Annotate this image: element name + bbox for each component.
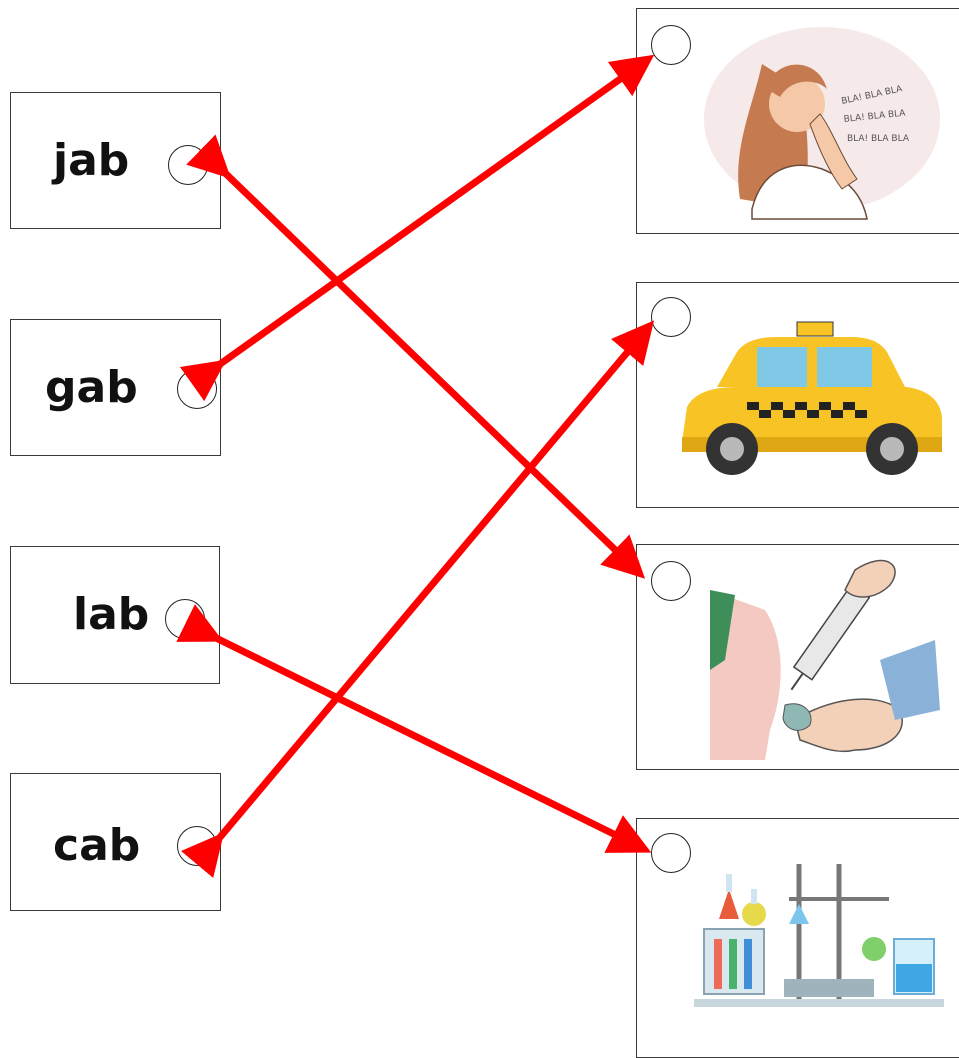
picture-connector-4[interactable] (651, 833, 691, 873)
arrow-cab-to-taxi (181, 320, 655, 879)
word-label-lab: lab (73, 589, 150, 640)
arrow-lab-to-laboratory (176, 604, 652, 853)
picture-card-3[interactable] (636, 544, 959, 770)
svg-text:BLA! BLA BLA: BLA! BLA BLA (847, 134, 910, 144)
woman-talking-image: BLA! BLA BLA BLA! BLA BLA BLA! BLA BLA (704, 27, 940, 220)
arrow-jab-to-injection (186, 134, 646, 579)
picture-card-4[interactable] (636, 818, 959, 1058)
injection-image (710, 559, 940, 760)
picture-connector-1[interactable] (651, 25, 691, 65)
arrow-gab-to-talking (179, 54, 655, 402)
taxi-cab-image (682, 321, 942, 475)
picture-card-1[interactable]: BLA! BLA BLA BLA! BLA BLA BLA! BLA BLA (636, 8, 959, 234)
word-label-gab: gab (45, 362, 138, 413)
laboratory-equipment-image (694, 864, 944, 1007)
word-label-jab: jab (53, 135, 130, 186)
word-label-cab: cab (53, 820, 141, 871)
picture-card-2[interactable] (636, 282, 959, 508)
picture-connector-2[interactable] (651, 297, 691, 337)
